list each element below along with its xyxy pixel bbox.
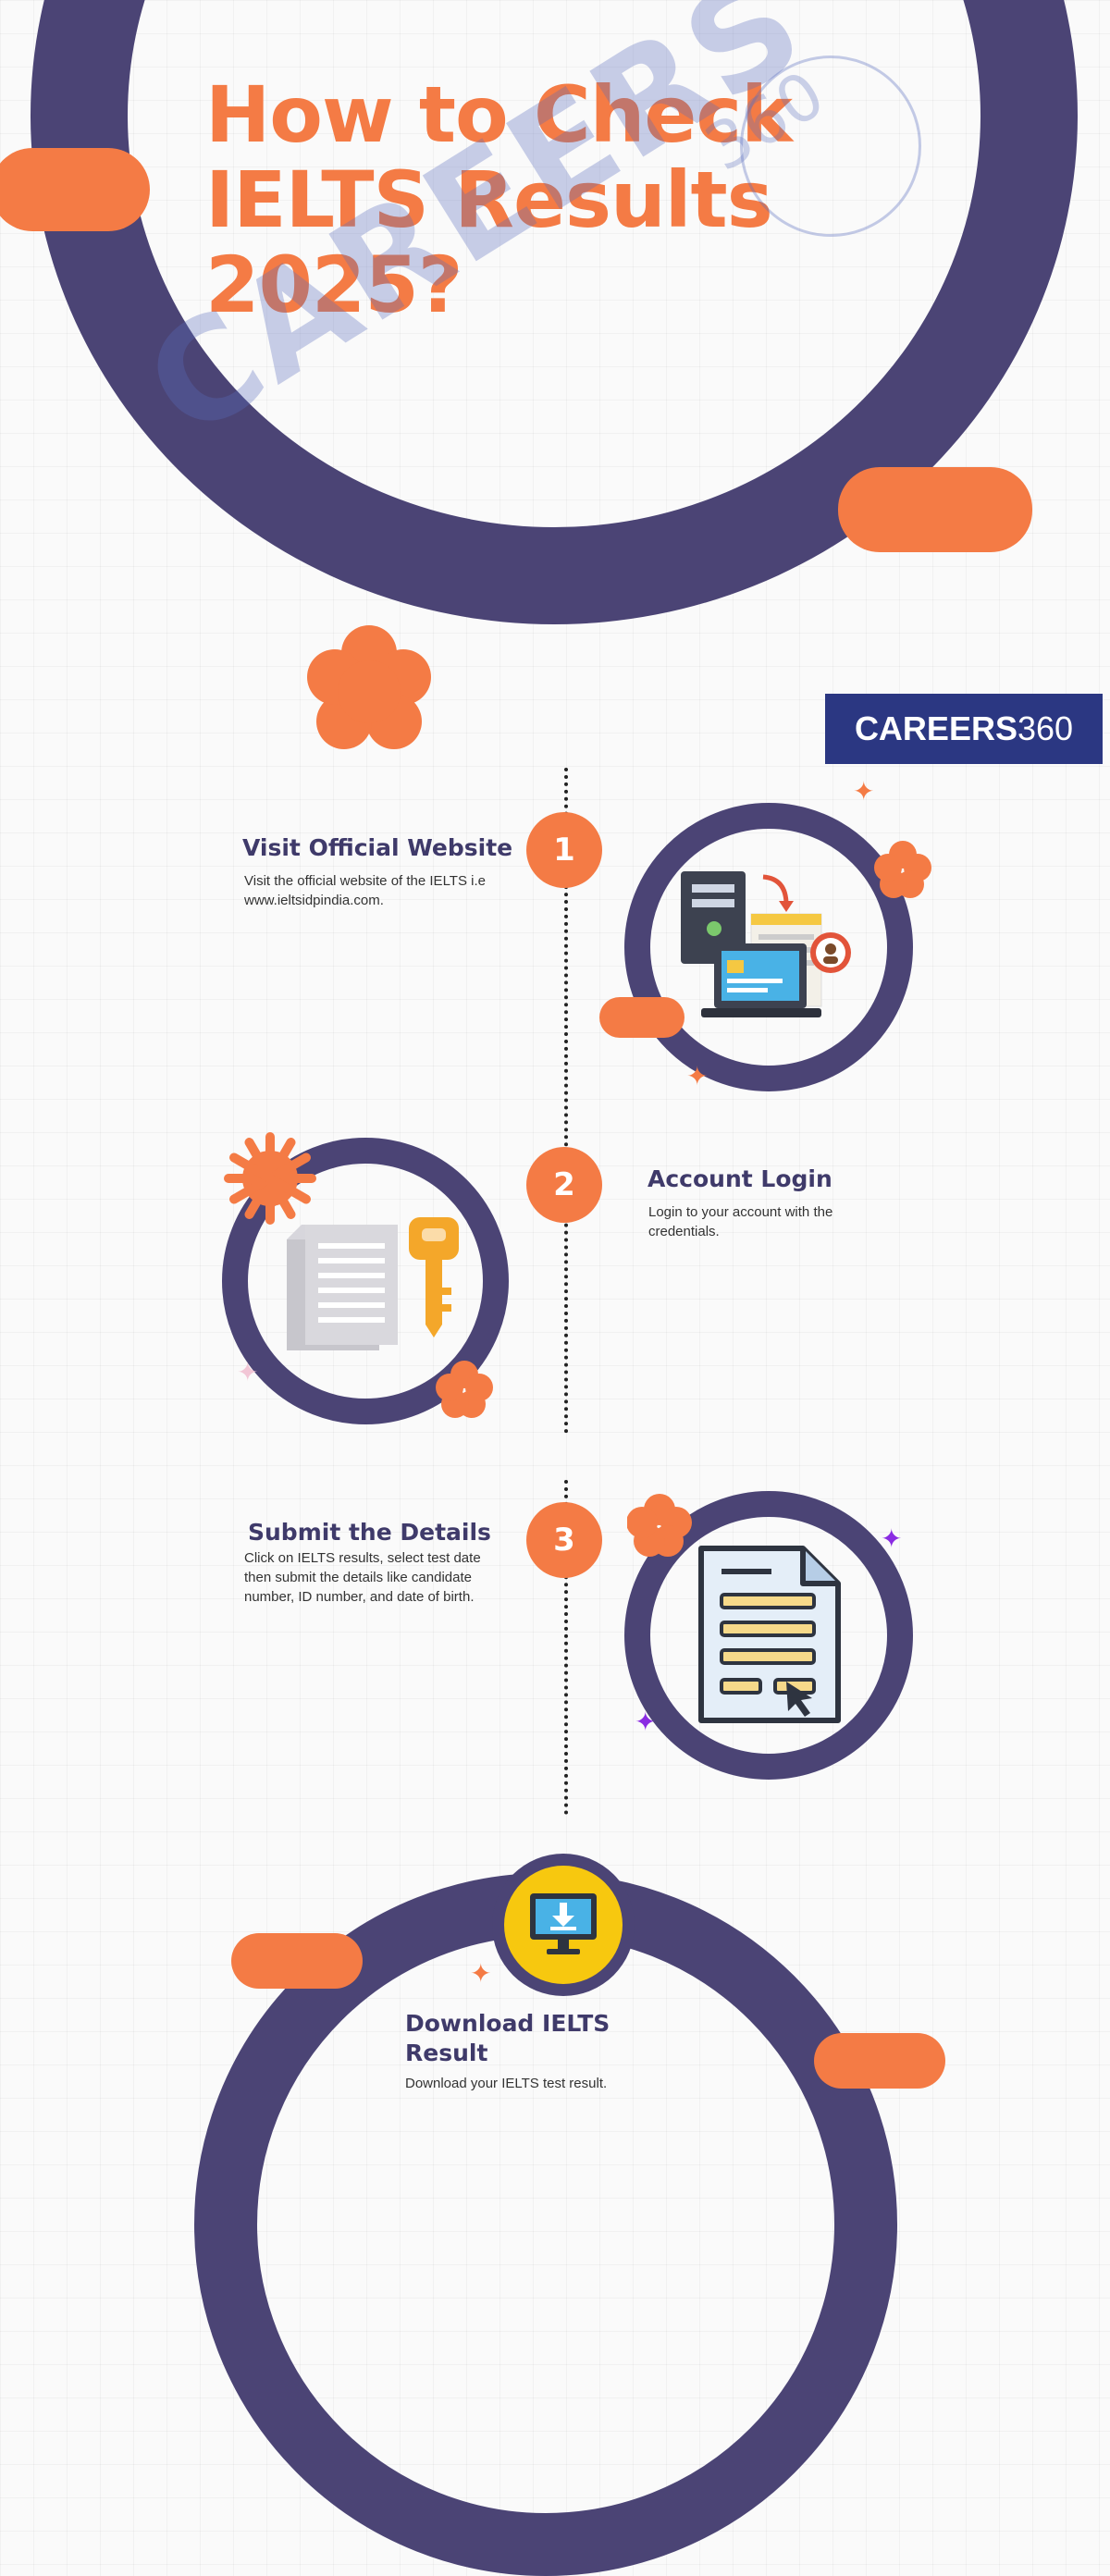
step-2-flower — [436, 1361, 493, 1418]
step-1-blob-left — [599, 997, 684, 1038]
flower-shape — [307, 625, 431, 749]
step-3-flower — [627, 1494, 692, 1557]
page-title: How to Check IELTS Results 2025? — [205, 72, 945, 327]
title-line-1: How to Check — [205, 69, 793, 160]
step-2-title: Account Login — [648, 1165, 832, 1192]
download-badge — [492, 1854, 635, 1996]
step-4-description: Download your IELTS test result. — [405, 2076, 608, 2091]
download-badge-inner — [504, 1866, 623, 1984]
step-4-title: Download IELTS Result — [405, 2010, 610, 2066]
step-2-sparkle: ✦ — [237, 1357, 259, 1387]
title-line-2: IELTS Results — [205, 154, 773, 245]
step-1-sparkle-top: ✦ — [853, 776, 875, 807]
blob-bottom-left — [231, 1933, 363, 1989]
title-line-3: 2025? — [205, 240, 463, 330]
watermark-ring — [740, 55, 921, 237]
documents-key-icon — [287, 1217, 459, 1350]
step-4-sparkle: ✦ — [470, 1958, 492, 1989]
step-3-sparkle-bottom: ✦ — [635, 1707, 657, 1737]
blob-bottom-right — [814, 2033, 945, 2089]
step-3-sparkle-top: ✦ — [881, 1523, 903, 1554]
step-1-flower — [874, 841, 931, 898]
step-3-description: Click on IELTS results, select test date… — [244, 1550, 481, 1605]
timeline-line-2 — [564, 1480, 568, 1815]
form-document-icon — [698, 1546, 841, 1723]
timeline-line-1 — [564, 768, 568, 1434]
step-1-description: Visit the official website of the IELTS … — [244, 873, 486, 908]
step-1-number: 1 — [526, 812, 602, 888]
blob-top-left — [0, 148, 150, 231]
step-2-description: Login to your account with the credentia… — [648, 1204, 833, 1239]
step-1-title: Visit Official Website — [242, 834, 513, 861]
step-3-number: 3 — [526, 1502, 602, 1578]
logo-bold: CAREERS — [854, 709, 1018, 747]
step-3-title: Submit the Details — [248, 1519, 491, 1546]
download-monitor-icon — [530, 1893, 597, 1954]
step-2-burst — [224, 1132, 316, 1225]
logo-light: 360 — [1017, 709, 1074, 747]
step-2-number: 2 — [526, 1147, 602, 1223]
blob-top-right — [838, 467, 1032, 552]
step-1-sparkle-bottom: ✦ — [686, 1061, 709, 1091]
computer-server-icon — [681, 871, 851, 1017]
